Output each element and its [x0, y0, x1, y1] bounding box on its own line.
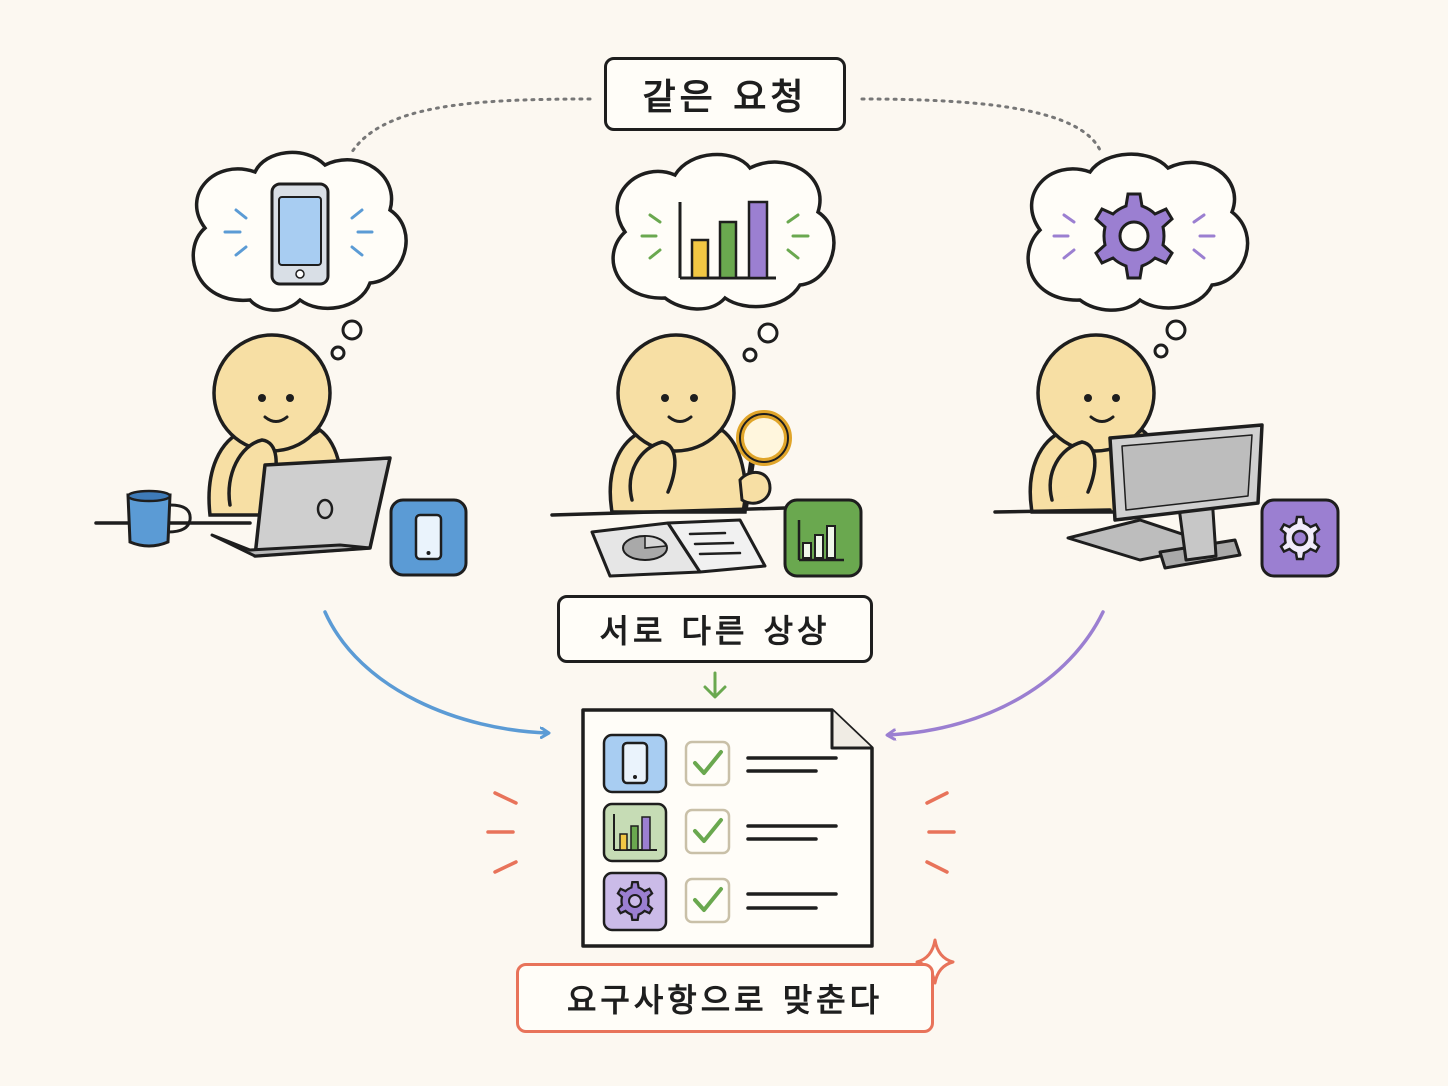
chart-app-badge — [783, 498, 863, 578]
label-different-imaginations: 서로 다른 상상 — [557, 595, 873, 663]
checklist-row-gear — [602, 871, 838, 932]
arrow-left-to-doc — [323, 610, 548, 733]
label-same-request: 같은 요청 — [604, 57, 846, 131]
arrow-right-to-doc — [888, 610, 1105, 735]
magnifying-glass-icon — [736, 410, 792, 511]
arrow-down-green — [703, 671, 727, 699]
checklist-row-phone — [602, 733, 838, 794]
phone-app-badge — [389, 498, 468, 577]
desk-right — [993, 508, 1112, 514]
smartphone-icon — [270, 182, 330, 286]
person-center — [608, 333, 748, 514]
dotted-connector-right — [860, 97, 1102, 152]
sparkle-lines-green — [640, 213, 810, 260]
sparkle-lines-purple — [1052, 213, 1216, 260]
gear-icon — [1094, 192, 1174, 280]
laptop — [210, 456, 392, 558]
label-align-with-requirements: 요구사항으로 맞춘다 — [516, 963, 934, 1033]
settings-app-badge — [1260, 498, 1340, 578]
report-document — [590, 518, 767, 578]
bar-chart-icon — [678, 200, 776, 280]
dotted-connector-left — [348, 97, 592, 157]
checklist-row-chart — [602, 802, 838, 863]
sparkle-lines-blue — [223, 208, 374, 257]
desk-center — [550, 506, 787, 517]
sparkle-star-icon — [915, 938, 955, 985]
emphasis-lines — [486, 791, 956, 874]
coffee-mug — [126, 489, 192, 548]
desktop-monitor — [1066, 423, 1264, 570]
